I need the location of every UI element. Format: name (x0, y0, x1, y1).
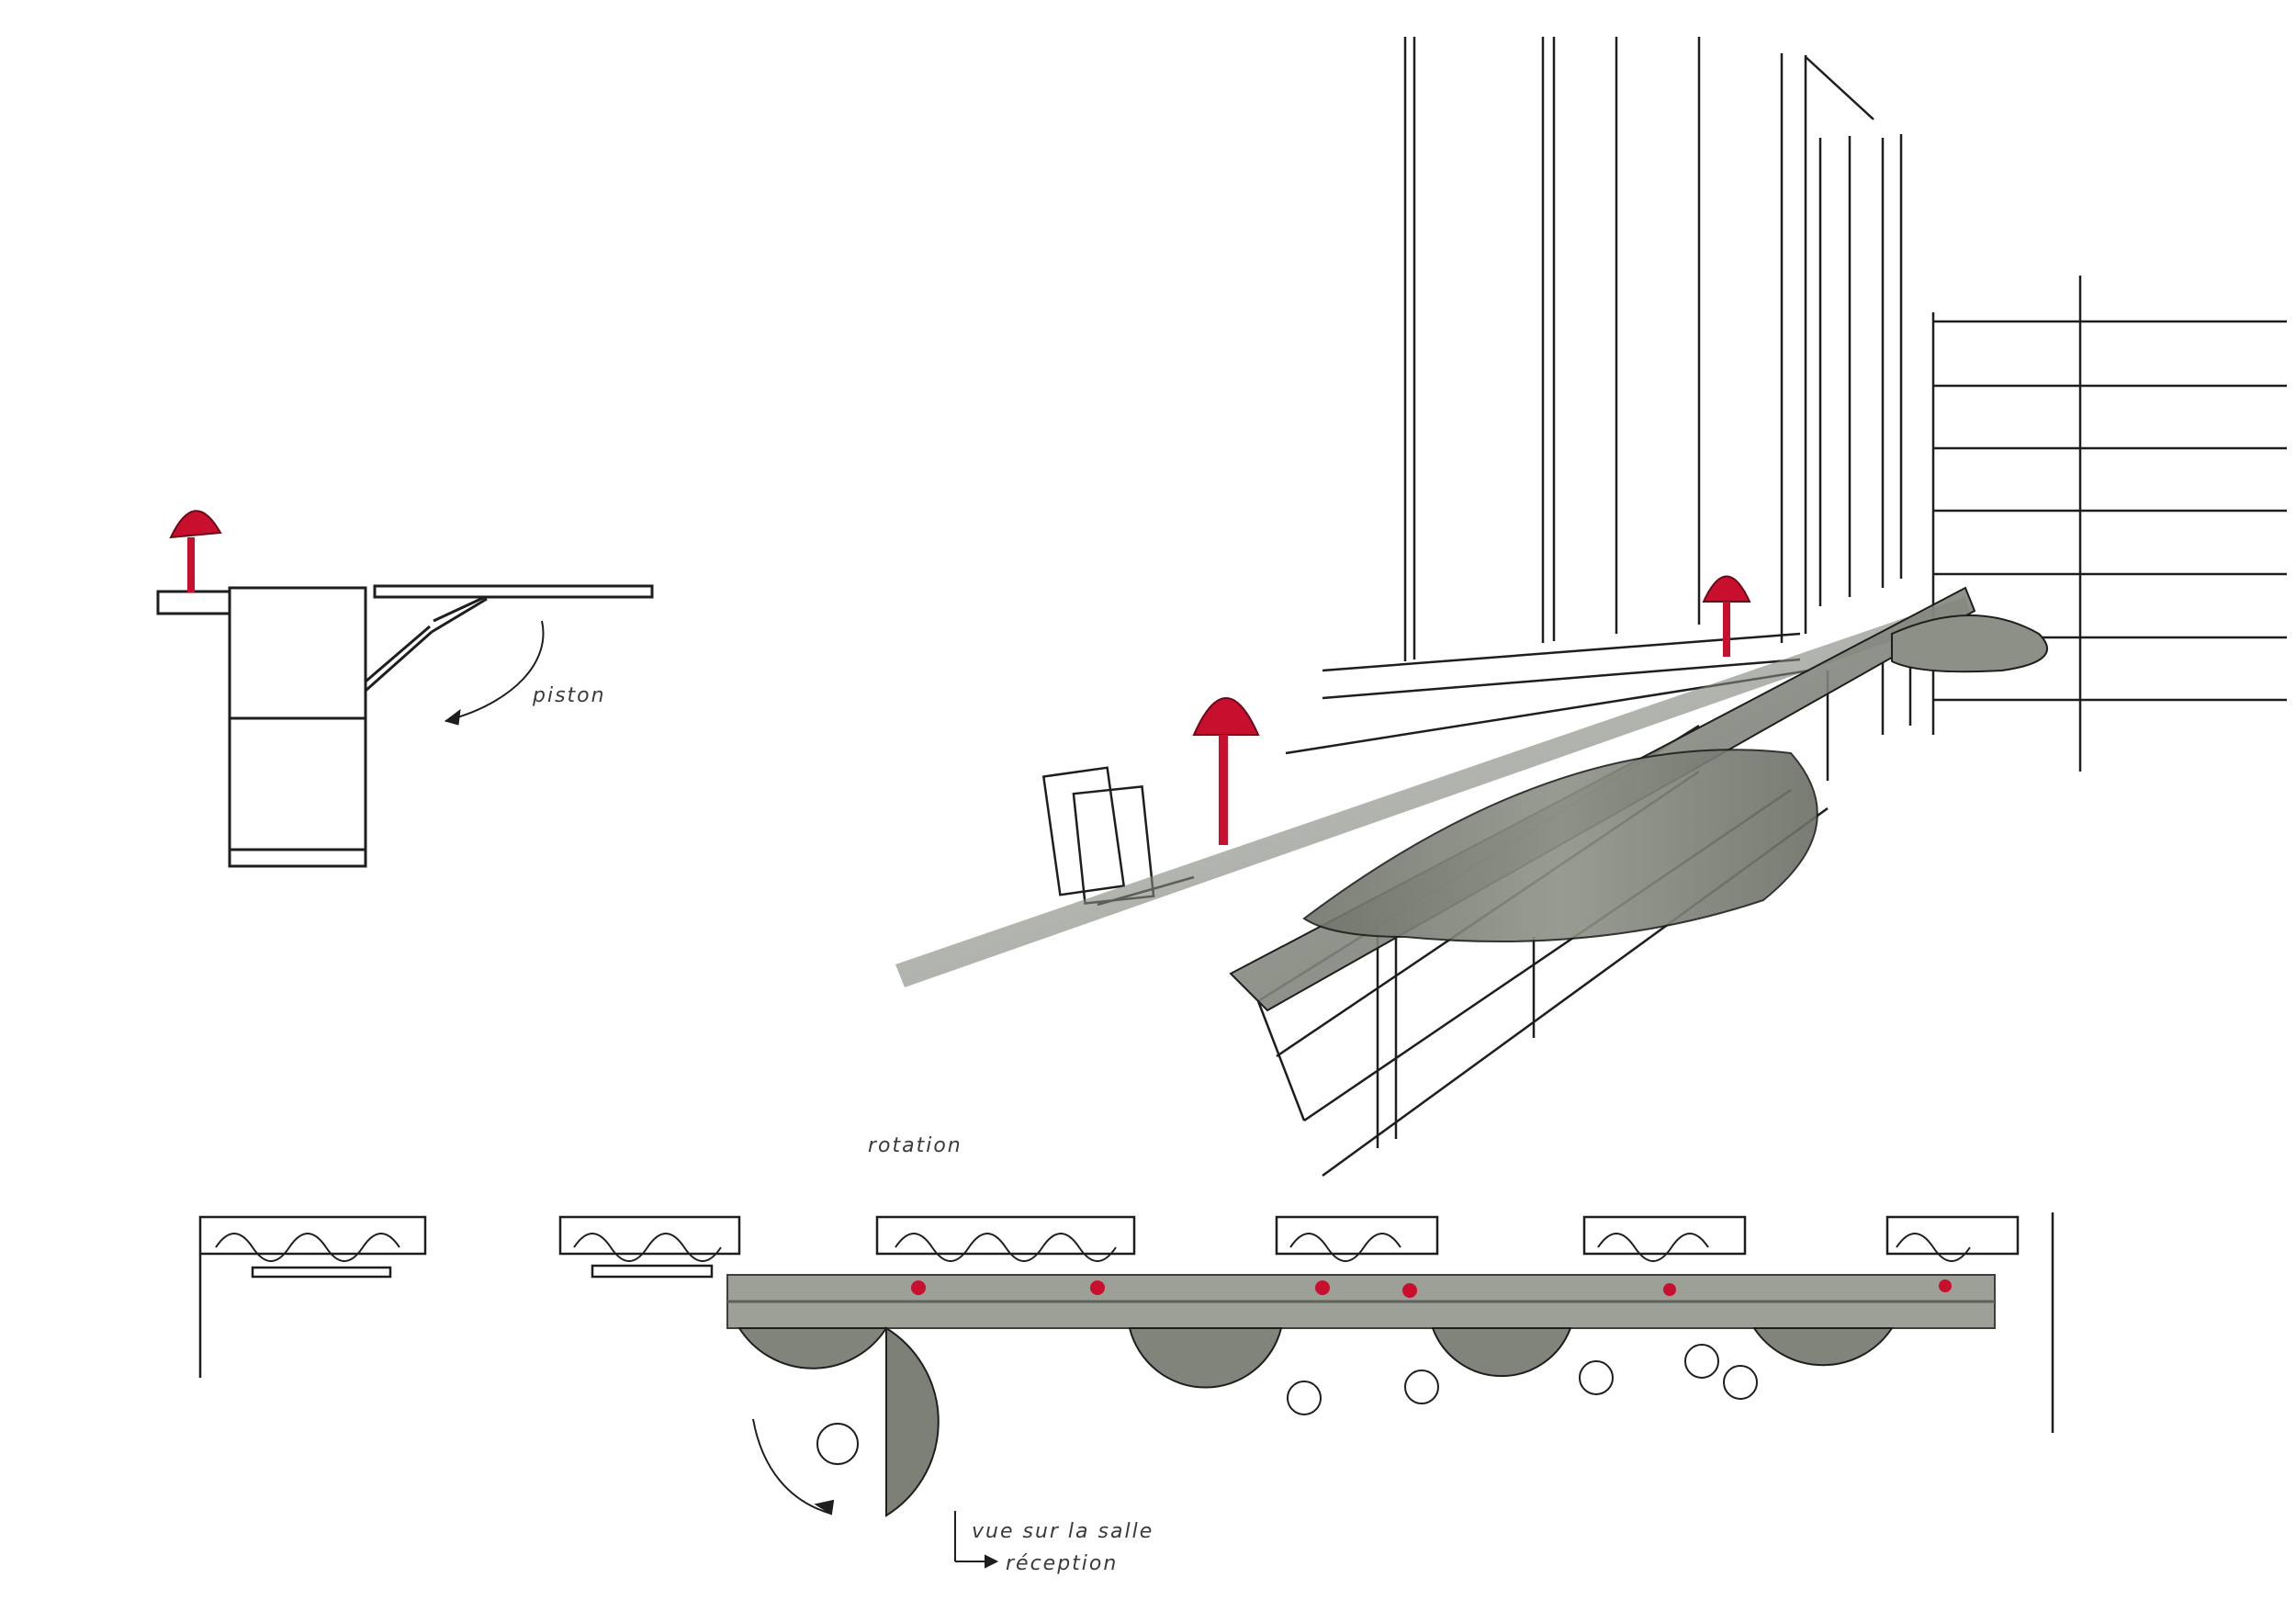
annotation-piston: piston (533, 684, 606, 707)
piston-elevation (156, 584, 654, 868)
folding-tabletop (373, 584, 654, 599)
lamp-base-block (156, 590, 231, 615)
plan-long-table (726, 1274, 1996, 1517)
perspective-lamps (1192, 575, 1751, 845)
perspective-view (1041, 37, 2287, 1178)
annotation-reception: réception (1006, 1552, 1119, 1575)
plan-view (198, 1212, 2054, 1433)
rotation-arrow (752, 1418, 832, 1515)
plan-chairs (752, 1344, 1758, 1569)
annotation-vue-salle: vue sur la salle (972, 1520, 1154, 1543)
perspective-shelf (895, 586, 2048, 1012)
piston-rotation-arrow (445, 620, 545, 722)
cabinet-frame (228, 586, 367, 868)
piston-rod (365, 630, 433, 693)
annotation-rotation: rotation (868, 1134, 962, 1157)
elevation-lamp (169, 510, 222, 592)
